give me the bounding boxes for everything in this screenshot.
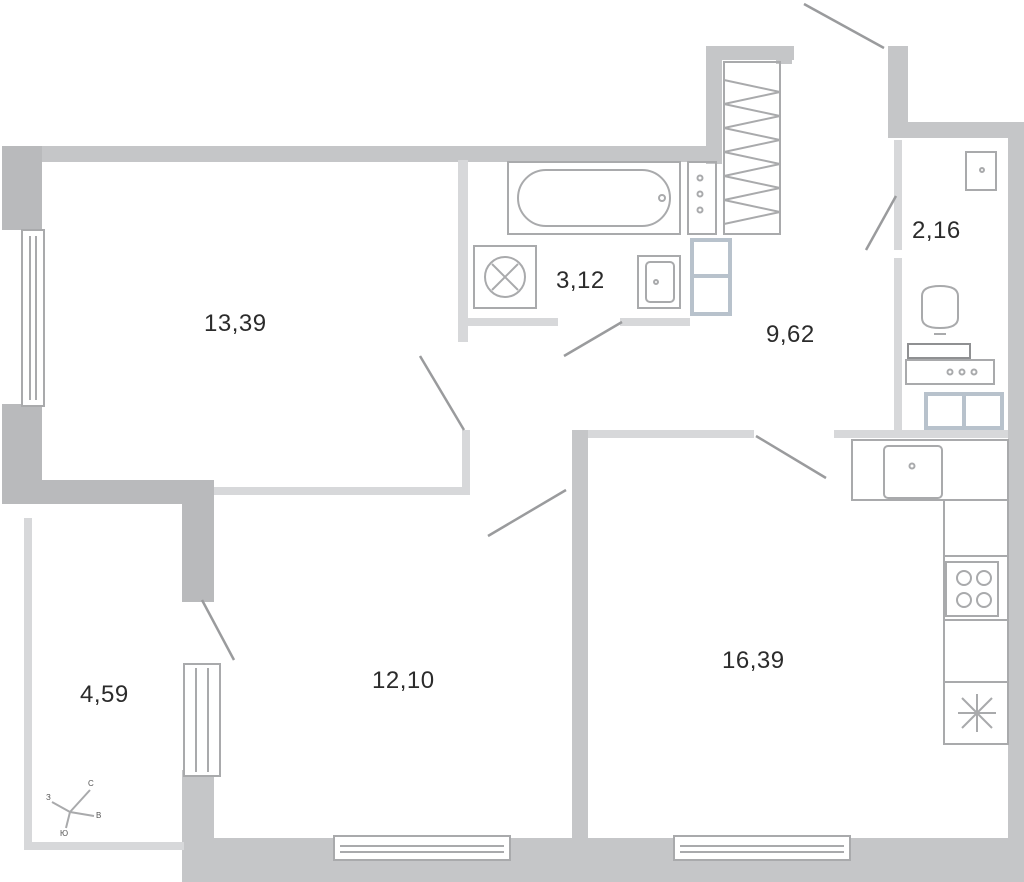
- wc-radiator: [907, 343, 971, 359]
- toilet: [921, 284, 959, 335]
- room-1-area: 13,39: [204, 310, 267, 337]
- washing-machine: [473, 245, 537, 309]
- compass-west: З: [46, 793, 51, 802]
- wc-sink: [965, 151, 997, 191]
- window-balcony: [183, 663, 221, 777]
- ventilation-shaft: [723, 61, 781, 235]
- compass-north: С: [88, 779, 94, 788]
- window-bottom-1: [333, 835, 511, 861]
- kitchen-sink: [883, 445, 943, 499]
- fixtures: [473, 61, 1009, 745]
- door-entrance: [803, 2, 885, 50]
- area-labels: 13,39 3,12 9,62 2,16 12,10 16,39 4,59: [80, 217, 961, 708]
- window-left: [21, 229, 45, 407]
- tub-controls: [687, 161, 717, 235]
- hall-cabinet: [924, 392, 1004, 430]
- door-room-5: [487, 488, 567, 538]
- door-room-1: [418, 355, 466, 431]
- door-balcony: [200, 599, 236, 661]
- kitchen-asterisk: [958, 694, 996, 732]
- compass-east: В: [96, 811, 101, 820]
- door-bathroom: [563, 320, 623, 358]
- compass-needle-e: [69, 811, 95, 817]
- door-room-6: [755, 434, 827, 480]
- doors: [200, 2, 898, 661]
- room-5-area: 12,10: [372, 667, 435, 694]
- bathroom-sink: [637, 255, 681, 309]
- room-3-area: 9,62: [766, 321, 815, 348]
- windows: [21, 229, 851, 861]
- stove: [945, 561, 999, 617]
- compass: С З В Ю: [46, 779, 101, 838]
- door-wc: [864, 195, 898, 251]
- kitchen-counter: [851, 439, 1009, 745]
- room-4-area: 2,16: [912, 217, 961, 244]
- compass-needle-w: [51, 801, 71, 813]
- window-bottom-2: [673, 835, 851, 861]
- boiler: [905, 359, 995, 385]
- cabinet-bath: [690, 238, 732, 316]
- compass-south: Ю: [60, 829, 68, 838]
- compass-needle-s: [65, 811, 71, 829]
- walls: [2, 46, 1024, 882]
- compass-needle-ne: [69, 789, 91, 813]
- room-2-area: 3,12: [556, 267, 605, 294]
- room-6-area: 16,39: [722, 647, 785, 674]
- room-7-area: 4,59: [80, 681, 129, 708]
- bathtub: [507, 161, 681, 235]
